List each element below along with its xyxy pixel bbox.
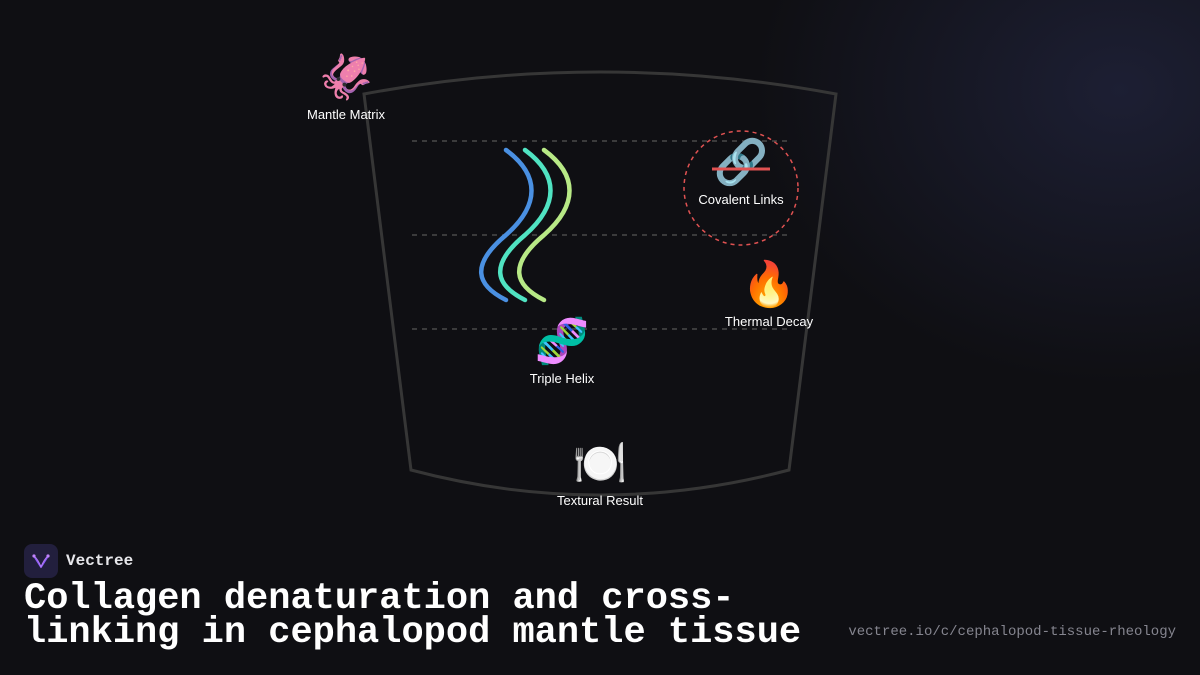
mantle-matrix-label: Mantle Matrix	[306, 107, 386, 122]
source-url[interactable]: vectree.io/c/cephalopod-tissue-rheology	[848, 624, 1176, 640]
plate-icon: 🍽️	[572, 438, 628, 489]
brand-name: Vectree	[66, 552, 134, 570]
thermal-decay-label: Thermal Decay	[724, 314, 814, 329]
vectree-logo-icon	[24, 544, 58, 578]
node-thermal-decay: 🔥 Thermal Decay	[724, 259, 814, 330]
node-textural-result: 🍽️ Textural Result	[557, 438, 643, 509]
textural-result-label: Textural Result	[557, 493, 643, 508]
link-icon: 🔗	[713, 137, 769, 188]
helix-strand-teal	[498, 147, 553, 303]
vessel-outline	[362, 70, 838, 497]
dna-icon: 🧬	[534, 316, 590, 367]
page-title: Collagen denaturation and cross-linking …	[24, 578, 802, 654]
helix-strand-lime	[517, 147, 572, 303]
squid-icon: 🦑	[318, 52, 374, 103]
covalent-links-strike	[712, 167, 770, 171]
node-triple-helix: 🧬 Triple Helix	[529, 316, 595, 387]
helix-strand-blue	[479, 147, 534, 303]
node-covalent-links: 🔗 Covalent Links	[698, 137, 784, 208]
node-mantle-matrix: 🦑 Mantle Matrix	[306, 52, 386, 123]
brand[interactable]: Vectree	[24, 544, 133, 578]
fire-icon: 🔥	[741, 259, 797, 310]
covalent-links-label: Covalent Links	[698, 192, 784, 207]
triple-helix-label: Triple Helix	[529, 371, 595, 386]
covalent-links-highlight-circle	[683, 130, 799, 246]
